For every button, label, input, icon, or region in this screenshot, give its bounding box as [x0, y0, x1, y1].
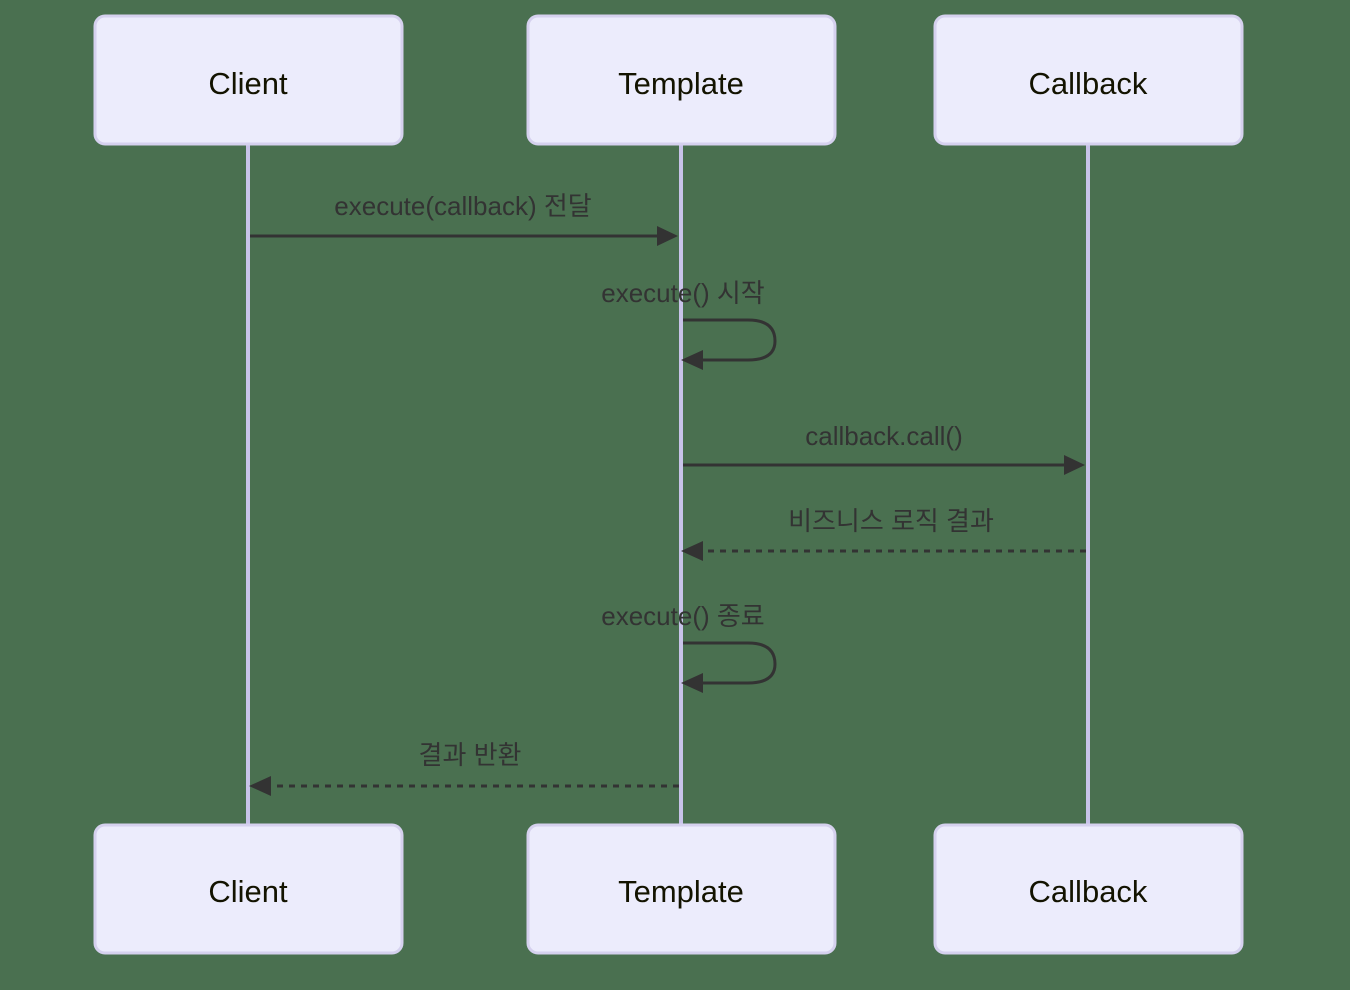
- participant-rect: [933, 823, 1244, 955]
- arrowhead-left: [681, 350, 703, 370]
- bottom-participants-group: Client Template Callback: [93, 823, 1244, 955]
- participant-box-client-bottom[interactable]: Client: [93, 823, 404, 955]
- participant-rect: [526, 14, 837, 146]
- participant-box-client-top[interactable]: Client: [93, 14, 404, 146]
- arrowhead-right: [657, 226, 678, 246]
- participant-box-callback-top[interactable]: Callback: [933, 14, 1244, 146]
- message-result-return[interactable]: 결과 반환: [249, 740, 679, 796]
- participant-rect: [93, 14, 404, 146]
- lifelines-group: [246, 144, 1090, 826]
- participant-box-template-bottom[interactable]: Template: [526, 823, 837, 955]
- participant-label-template-bottom: Template: [618, 874, 744, 909]
- message-label-execute-start: execute() 시작: [601, 278, 764, 308]
- message-callback-call[interactable]: callback.call(): [683, 421, 1085, 475]
- participant-label-callback-bottom: Callback: [1029, 874, 1148, 909]
- participant-box-template-top[interactable]: Template: [526, 14, 837, 146]
- arrowhead-left: [681, 673, 703, 693]
- participant-rect: [526, 823, 837, 955]
- message-execute-callback[interactable]: execute(callback) 전달: [250, 191, 678, 246]
- message-label-result-return: 결과 반환: [419, 740, 522, 770]
- self-loop-path: [683, 318, 777, 362]
- participant-label-client-bottom: Client: [208, 874, 288, 909]
- self-loop-path: [683, 641, 777, 685]
- arrowhead-right: [1064, 455, 1085, 475]
- participant-label-template-top: Template: [618, 66, 744, 101]
- participant-label-client-top: Client: [208, 66, 288, 101]
- participant-rect: [933, 14, 1244, 146]
- message-label-business-result: 비즈니스 로직 결과: [788, 506, 994, 536]
- message-execute-end[interactable]: execute() 종료: [601, 601, 777, 693]
- participant-label-callback-top: Callback: [1029, 66, 1148, 101]
- message-label-execute-callback: execute(callback) 전달: [334, 191, 591, 221]
- participant-rect: [93, 823, 404, 955]
- arrowhead-left: [681, 541, 703, 561]
- arrowhead-left: [249, 776, 271, 796]
- top-participants-group: Client Template Callback: [93, 14, 1244, 146]
- message-execute-start[interactable]: execute() 시작: [601, 278, 777, 370]
- participant-box-callback-bottom[interactable]: Callback: [933, 823, 1244, 955]
- message-label-execute-end: execute() 종료: [601, 601, 764, 631]
- message-business-result[interactable]: 비즈니스 로직 결과: [681, 506, 1086, 561]
- message-label-callback-call: callback.call(): [805, 421, 963, 451]
